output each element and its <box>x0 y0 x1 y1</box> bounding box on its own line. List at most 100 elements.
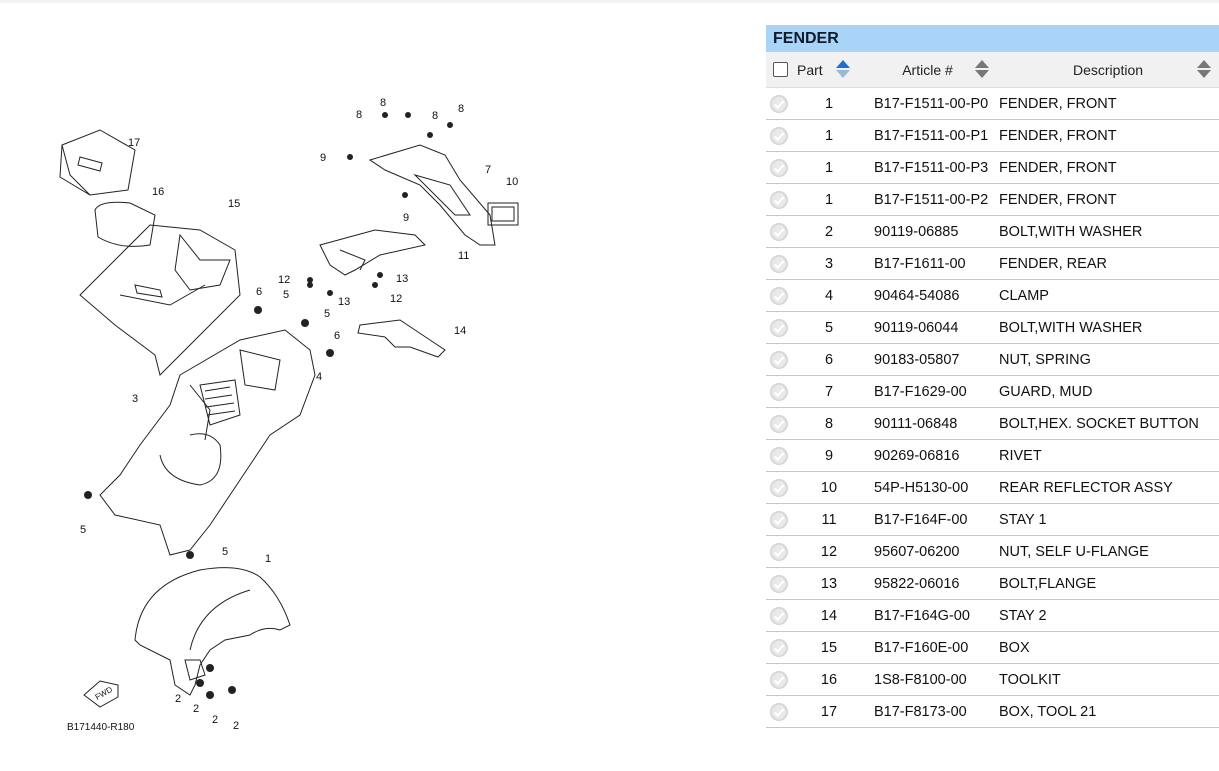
article-number[interactable]: B17-F160E-00 <box>874 639 969 656</box>
check-circle-icon[interactable] <box>769 542 789 562</box>
article-number[interactable]: B17-F1511-00-P2 <box>874 191 989 208</box>
svg-text:8: 8 <box>356 109 362 121</box>
svg-text:8: 8 <box>458 103 464 115</box>
article-number[interactable]: 90183-05807 <box>874 351 960 368</box>
part-number: 6 <box>824 351 834 368</box>
svg-text:6: 6 <box>256 286 262 298</box>
svg-text:15: 15 <box>228 198 240 210</box>
part-number: 8 <box>824 415 834 432</box>
article-number[interactable]: 90464-54086 <box>874 287 960 304</box>
sort-arrows-icon[interactable] <box>834 58 852 80</box>
article-number[interactable]: B17-F164G-00 <box>874 607 970 624</box>
check-circle-icon[interactable] <box>769 574 789 594</box>
article-number[interactable]: 95607-06200 <box>874 543 960 560</box>
row-check-cell[interactable] <box>766 318 799 338</box>
table-header: Part Article # Description <box>766 52 1219 88</box>
row-check-cell[interactable] <box>766 94 799 114</box>
article-number[interactable]: B17-F8173-00 <box>874 703 967 720</box>
article-number[interactable]: 54P-H5130-00 <box>874 479 969 496</box>
row-check-cell[interactable] <box>766 670 799 690</box>
select-all-checkbox[interactable] <box>773 62 788 77</box>
check-circle-icon[interactable] <box>769 222 789 242</box>
check-circle-icon[interactable] <box>769 478 789 498</box>
row-check-cell[interactable] <box>766 222 799 242</box>
article-number[interactable]: B17-F1511-00-P0 <box>874 95 989 112</box>
article-number[interactable]: B17-F164F-00 <box>874 511 968 528</box>
row-check-cell[interactable] <box>766 382 799 402</box>
check-circle-icon[interactable] <box>769 446 789 466</box>
check-circle-icon[interactable] <box>769 286 789 306</box>
row-check-cell[interactable] <box>766 574 799 594</box>
row-check-cell[interactable] <box>766 446 799 466</box>
check-circle-icon[interactable] <box>769 414 789 434</box>
check-circle-icon[interactable] <box>769 670 789 690</box>
column-part[interactable]: Part <box>766 52 858 87</box>
check-circle-icon[interactable] <box>769 254 789 274</box>
check-circle-icon[interactable] <box>769 158 789 178</box>
svg-text:16: 16 <box>152 186 164 198</box>
row-check-cell[interactable] <box>766 478 799 498</box>
row-check-cell[interactable] <box>766 158 799 178</box>
check-circle-icon[interactable] <box>769 190 789 210</box>
check-circle-icon[interactable] <box>769 638 789 658</box>
row-check-cell[interactable] <box>766 286 799 306</box>
row-check-cell[interactable] <box>766 190 799 210</box>
part-number: 2 <box>824 223 834 240</box>
check-circle-icon[interactable] <box>769 606 789 626</box>
check-circle-icon[interactable] <box>769 382 789 402</box>
svg-text:13: 13 <box>396 273 408 285</box>
check-circle-icon[interactable] <box>769 318 789 338</box>
article-number[interactable]: B17-F1511-00-P3 <box>874 159 989 176</box>
article-number[interactable]: 1S8-F8100-00 <box>874 671 967 688</box>
row-check-cell[interactable] <box>766 542 799 562</box>
svg-text:5: 5 <box>283 289 289 301</box>
article-number[interactable]: 90111-06848 <box>874 415 958 432</box>
row-check-cell[interactable] <box>766 702 799 722</box>
sort-arrows-icon[interactable] <box>973 58 991 80</box>
part-description: GUARD, MUD <box>999 383 1093 400</box>
sort-arrows-icon[interactable] <box>1195 58 1213 80</box>
article-number[interactable]: 95822-06016 <box>874 575 960 592</box>
check-circle-icon[interactable] <box>769 94 789 114</box>
article-number[interactable]: 90269-06816 <box>874 447 960 464</box>
row-check-cell[interactable] <box>766 126 799 146</box>
row-check-cell[interactable] <box>766 254 799 274</box>
row-check-cell[interactable] <box>766 414 799 434</box>
row-check-cell[interactable] <box>766 606 799 626</box>
column-article[interactable]: Article # <box>858 52 997 87</box>
article-number[interactable]: B17-F1511-00-P1 <box>874 127 989 144</box>
check-circle-icon[interactable] <box>769 350 789 370</box>
article-number[interactable]: 90119-06044 <box>874 319 959 336</box>
row-check-cell[interactable] <box>766 350 799 370</box>
article-number[interactable]: 90119-06885 <box>874 223 959 240</box>
check-circle-icon[interactable] <box>769 702 789 722</box>
row-check-cell[interactable] <box>766 510 799 530</box>
article-number[interactable]: B17-F1611-00 <box>874 255 966 272</box>
article-number[interactable]: B17-F1629-00 <box>874 383 967 400</box>
column-description[interactable]: Description <box>997 52 1219 87</box>
part-description: FENDER, FRONT <box>999 95 1117 112</box>
row-check-cell[interactable] <box>766 638 799 658</box>
check-circle-icon[interactable] <box>769 510 789 530</box>
check-circle-icon[interactable] <box>769 126 789 146</box>
